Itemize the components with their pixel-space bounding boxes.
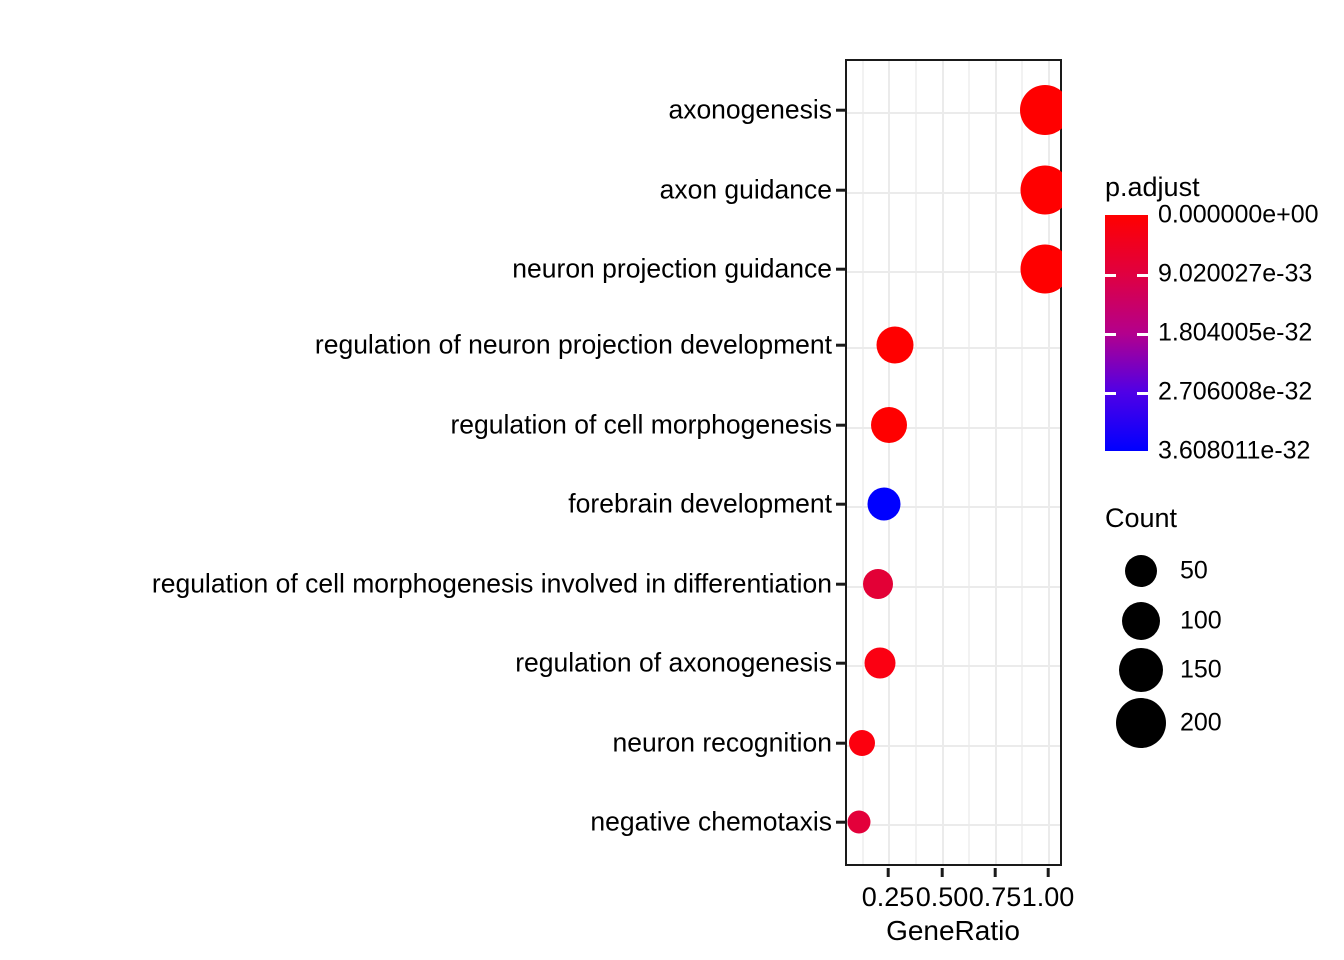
y-axis-label-reg-cell-morphogenesis: regulation of cell morphogenesis	[450, 409, 832, 440]
size-legend-label-200: 200	[1180, 708, 1222, 737]
data-point[interactable]	[1020, 244, 1062, 294]
x-axis-tick-label-1.00: 1.00	[1021, 882, 1075, 912]
gridline-row	[847, 427, 1060, 429]
y-axis-label-axon-guidance: axon guidance	[659, 174, 832, 205]
size-legend-label-50: 50	[1180, 556, 1208, 585]
y-axis-tick	[836, 820, 845, 824]
gridline-row	[847, 745, 1060, 747]
data-point[interactable]	[871, 407, 907, 443]
data-point[interactable]	[864, 647, 896, 679]
x-axis-tick	[1046, 868, 1050, 877]
gridline-minor	[1021, 61, 1023, 864]
y-axis-label-neuron-projection-guidance: neuron projection guidance	[512, 253, 832, 284]
color-legend-label-3: 2.706008e-32	[1158, 377, 1313, 406]
y-axis-tick	[836, 582, 845, 586]
size-legend-label-100: 100	[1180, 606, 1222, 635]
data-point[interactable]	[1020, 85, 1062, 135]
colorbar-tick	[1137, 392, 1148, 395]
y-axis-tick	[836, 343, 845, 347]
y-axis-label-reg-cell-morph-diff: regulation of cell morphogenesis involve…	[151, 568, 832, 599]
gridline-row	[847, 665, 1060, 667]
y-axis-tick	[836, 423, 845, 427]
color-legend-label-2: 1.804005e-32	[1158, 318, 1313, 347]
colorbar-tick	[1137, 274, 1148, 277]
data-point[interactable]	[863, 569, 893, 599]
y-axis-tick	[836, 741, 845, 745]
gridline-minor	[968, 61, 970, 864]
colorbar-tick	[1137, 333, 1148, 336]
colorbar-tick	[1105, 333, 1116, 336]
data-point[interactable]	[867, 487, 901, 521]
y-axis-tick	[836, 661, 845, 665]
color-legend-label-0: 0.000000e+00	[1158, 200, 1319, 229]
gridline-major-0.75	[995, 61, 997, 864]
y-axis-tick	[836, 502, 845, 506]
x-axis-tick-label-0.50: 0.50	[915, 882, 969, 912]
gridline-row	[847, 192, 1060, 194]
gridline-row	[847, 347, 1060, 349]
colorbar-tick	[1105, 274, 1116, 277]
gridline-row	[847, 824, 1060, 826]
x-axis-tick	[886, 868, 890, 877]
data-point[interactable]	[847, 810, 871, 834]
x-axis-tick-label-0.75: 0.75	[968, 882, 1022, 912]
y-axis-tick	[836, 267, 845, 271]
y-axis-label-reg-neuron-projection-dev: regulation of neuron projection developm…	[314, 329, 832, 360]
gridline-row	[847, 112, 1060, 114]
gridline-row	[847, 271, 1060, 273]
y-axis-label-forebrain-development: forebrain development	[568, 488, 832, 519]
y-axis-label-axonogenesis: axonogenesis	[668, 94, 832, 125]
x-axis-tick	[993, 868, 997, 877]
color-legend-title: p.adjust	[1105, 172, 1200, 202]
data-point[interactable]	[849, 730, 875, 756]
size-legend-dot-50	[1125, 555, 1157, 587]
size-legend-dot-150	[1119, 648, 1163, 692]
data-point[interactable]	[1020, 165, 1062, 215]
gridline-row	[847, 506, 1060, 508]
size-legend-dot-100	[1122, 602, 1160, 640]
gridline-major-0.50	[942, 61, 944, 864]
gridline-row	[847, 586, 1060, 588]
gridline-minor	[915, 61, 917, 864]
colorbar-tick	[1105, 392, 1116, 395]
data-points-layer	[845, 59, 1062, 866]
color-legend-label-4: 3.608011e-32	[1158, 436, 1311, 465]
size-legend-title: Count	[1105, 503, 1178, 533]
color-legend-label-1: 9.020027e-33	[1158, 259, 1313, 288]
data-point[interactable]	[876, 326, 914, 364]
x-axis-title: GeneRatio	[886, 915, 1020, 946]
y-axis-tick	[836, 108, 845, 112]
x-axis-tick-label-0.25: 0.25	[861, 882, 915, 912]
size-legend-dot-200	[1116, 698, 1166, 748]
y-axis-tick	[836, 188, 845, 192]
gridline-major-1.00	[1048, 61, 1050, 864]
y-axis-label-reg-axonogenesis: regulation of axonogenesis	[515, 647, 832, 678]
y-axis-label-neuron-recognition: neuron recognition	[612, 727, 832, 758]
y-axis-label-negative-chemotaxis: negative chemotaxis	[590, 806, 832, 837]
size-legend-label-150: 150	[1180, 655, 1222, 684]
gridline-minor	[862, 61, 864, 864]
x-axis-tick	[940, 868, 944, 877]
gridline-major-0.25	[888, 61, 890, 864]
